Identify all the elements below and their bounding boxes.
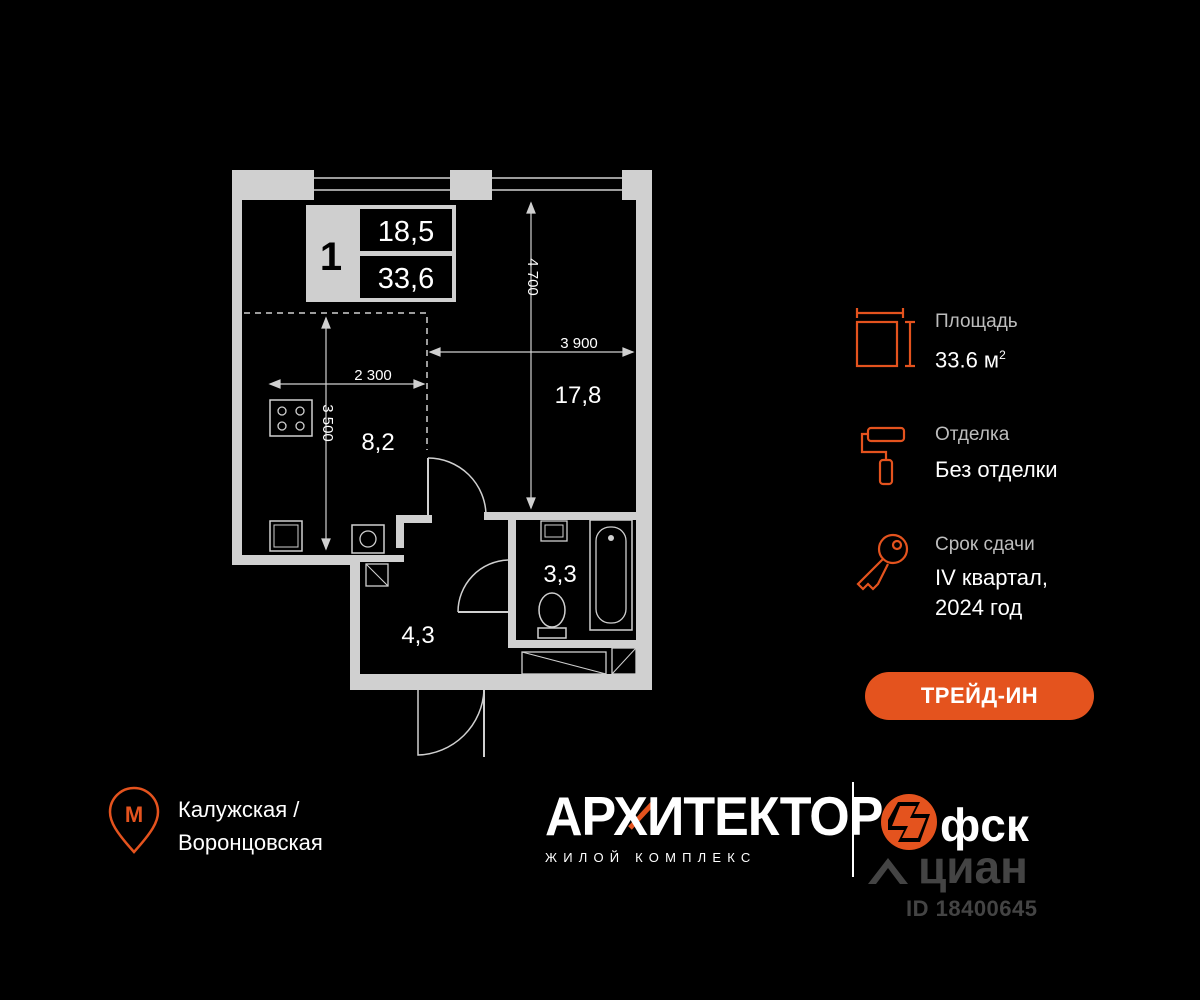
area-value: 33.6 м2 — [935, 340, 1006, 375]
deadline-value-line1: IV квартал, — [935, 565, 1048, 590]
metro-station-line2: Воронцовская — [178, 830, 323, 855]
dimension-living-height: 4 700 — [524, 258, 541, 296]
brand-divider — [852, 782, 854, 877]
bathroom-door — [457, 559, 509, 613]
toilet-icon — [537, 592, 567, 639]
dimension-kitchen-width: 2 300 — [354, 367, 392, 384]
finish-label: Отделка — [935, 424, 1010, 445]
total-area-value: 33,6 — [378, 263, 434, 295]
paint-roller-icon — [860, 426, 906, 486]
area-label: Площадь — [935, 311, 1018, 332]
apartment-walls — [232, 170, 652, 690]
rooms-count: 1 — [320, 235, 342, 279]
dimension-lines — [268, 201, 635, 551]
metro-station-line1: Калужская / — [178, 797, 300, 822]
area-badge — [306, 205, 456, 302]
metro-stations: Калужская / Воронцовская — [178, 793, 323, 859]
area-unit-sup: 2 — [999, 348, 1006, 362]
deadline-value-line2: 2024 год — [935, 595, 1023, 620]
utility-shaft-icon — [365, 563, 389, 587]
brand-subtitle: ЖИЛОЙ КОМПЛЕКС — [545, 850, 757, 865]
deadline-label: Срок сдачи — [935, 534, 1035, 555]
room-area-kitchen: 8,2 — [361, 429, 394, 456]
room-area-hallway: 4,3 — [401, 622, 434, 649]
area-icon — [855, 308, 915, 368]
living-area-value: 18,5 — [378, 216, 434, 248]
brand-title: АРХИТЕКТОР — [545, 786, 883, 848]
brand-x-mark — [628, 800, 656, 830]
bathroom-sink-icon — [540, 520, 568, 542]
window-right — [492, 170, 622, 200]
stove-icon — [269, 399, 313, 437]
window-left — [314, 170, 450, 200]
fsk-logo-icon — [881, 794, 937, 850]
developer-name: фск — [940, 799, 1029, 851]
cian-logo-icon — [868, 858, 908, 884]
room-area-living: 17,8 — [555, 382, 602, 409]
area-value-text: 33.6 м — [935, 347, 1000, 373]
key-icon — [856, 533, 909, 591]
dimension-kitchen-height: 3 500 — [319, 404, 336, 442]
metro-pin-icon: М — [108, 786, 160, 854]
svg-text:М: М — [125, 802, 143, 827]
entrance-door — [417, 689, 485, 756]
finish-value: Без отделки — [935, 457, 1058, 482]
trade-in-button[interactable]: ТРЕЙД-ИН — [865, 672, 1094, 720]
kitchen-sink-icon — [269, 520, 303, 552]
room-area-bathroom: 3,3 — [543, 561, 576, 588]
washing-machine-icon — [351, 524, 385, 554]
living-door — [427, 457, 487, 516]
dimension-living-width: 3 900 — [560, 335, 598, 352]
ventilation-shaft-icon — [521, 647, 637, 675]
watermark-text: циан — [918, 841, 1028, 893]
watermark-id: ID 18400645 — [906, 896, 1038, 921]
bathtub-icon — [589, 519, 633, 631]
